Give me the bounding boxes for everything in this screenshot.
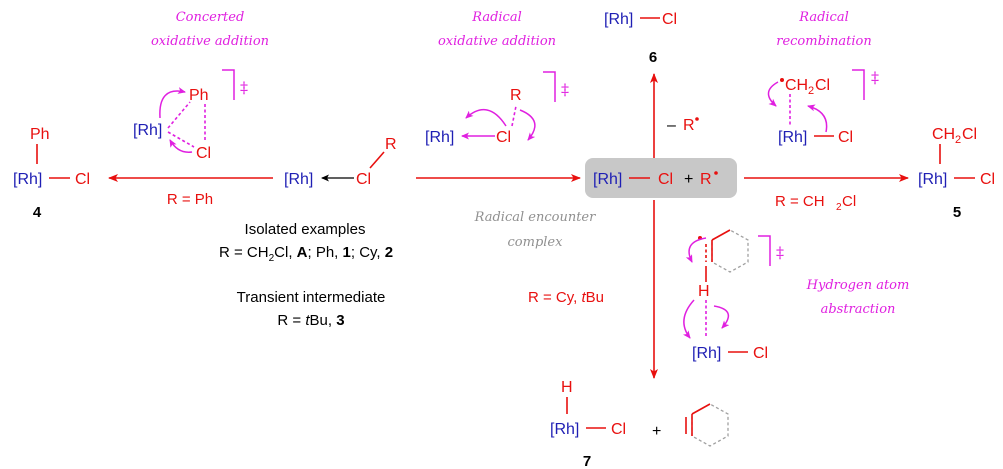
svg-text:H: H — [561, 379, 573, 396]
svg-text:‡: ‡ — [776, 243, 784, 262]
svg-text:Cl: Cl — [815, 77, 830, 94]
label-radical-oxidative-addition: Radical oxidative addition — [438, 10, 556, 49]
svg-text:Cl: Cl — [753, 345, 768, 362]
svg-text:R: R — [385, 136, 397, 153]
ts-hat: H [Rh] Cl ‡ — [682, 229, 784, 362]
svg-text:recombination: recombination — [776, 34, 872, 49]
svg-text:[Rh]: [Rh] — [604, 11, 633, 28]
svg-text:[Rh]: [Rh] — [284, 171, 313, 188]
arrow-to-7: R = Cy, tBu — [528, 200, 658, 379]
svg-text:Ph: Ph — [189, 87, 209, 104]
svg-text:Cl: Cl — [842, 193, 856, 210]
arrow-to-6: – R — [650, 73, 699, 160]
svg-text:[Rh]: [Rh] — [593, 171, 622, 188]
ts-recombination: CH 2 Cl [Rh] Cl ‡ — [767, 68, 879, 146]
svg-text:2: 2 — [955, 134, 961, 146]
svg-text:abstraction: abstraction — [821, 302, 896, 317]
svg-text:‡: ‡ — [561, 80, 569, 99]
svg-text:Cl: Cl — [962, 126, 977, 143]
compound-5: CH 2 Cl [Rh] Cl 5 — [918, 126, 995, 221]
svg-text:R = tBu, 3: R = tBu, 3 — [277, 312, 344, 329]
svg-text:2: 2 — [808, 85, 814, 97]
svg-text:[Rh]: [Rh] — [13, 171, 42, 188]
svg-text:Cl: Cl — [838, 129, 853, 146]
svg-text:Concerted: Concerted — [176, 10, 245, 25]
svg-text:complex: complex — [508, 235, 564, 250]
svg-text:Cl: Cl — [611, 421, 626, 438]
ts-radical-oa: [Rh] Cl R ‡ — [425, 71, 569, 146]
svg-text:Cl: Cl — [496, 129, 511, 146]
svg-text:[Rh]: [Rh] — [425, 129, 454, 146]
svg-text:oxidative addition: oxidative addition — [438, 34, 556, 49]
svg-text:R = Ph: R = Ph — [167, 191, 213, 208]
svg-text:Cl: Cl — [196, 145, 211, 162]
svg-text:Radical: Radical — [798, 10, 849, 25]
svg-text:7: 7 — [583, 453, 591, 469]
ts-concerted: [Rh] Ph Cl ‡ — [133, 69, 248, 162]
cyclohexene-product — [685, 403, 729, 447]
svg-text:CH: CH — [932, 126, 955, 143]
svg-text:[Rh]: [Rh] — [778, 129, 807, 146]
arrow-to-5: R = CH 2 Cl — [744, 174, 909, 213]
svg-text:[Rh]: [Rh] — [550, 421, 579, 438]
svg-text:[Rh]: [Rh] — [133, 122, 162, 139]
svg-text:Hydrogen atom: Hydrogen atom — [806, 278, 910, 293]
svg-text:+: + — [684, 171, 693, 188]
isolated-examples-note: Isolated examples R = CH2Cl, A; Ph, 1; C… — [219, 221, 393, 264]
compound-6: [Rh] Cl 6 — [604, 11, 677, 66]
sigma-complex: [Rh] Cl R — [284, 136, 397, 188]
svg-text:R = Cy, tBu: R = Cy, tBu — [528, 289, 604, 306]
svg-text:4: 4 — [33, 204, 42, 221]
svg-text:Cl: Cl — [356, 171, 371, 188]
svg-text:5: 5 — [953, 204, 961, 221]
compound-4: Ph [Rh] Cl 4 — [13, 126, 90, 221]
compound-7: H [Rh] Cl + 7 — [550, 379, 661, 469]
svg-text:Isolated examples: Isolated examples — [245, 221, 366, 238]
svg-text:6: 6 — [649, 49, 657, 66]
svg-text:CH: CH — [785, 77, 808, 94]
svg-text:2: 2 — [836, 202, 842, 213]
label-radical-encounter-complex: Radical encounter complex — [474, 210, 596, 250]
label-hydrogen-atom-abstraction: Hydrogen atom abstraction — [806, 278, 910, 317]
svg-text:‡: ‡ — [240, 78, 248, 97]
svg-text:R: R — [683, 117, 695, 134]
svg-text:R: R — [510, 87, 522, 104]
svg-text:H: H — [698, 283, 710, 300]
svg-text:Radical: Radical — [471, 10, 522, 25]
encounter-complex: [Rh] Cl + R — [585, 158, 737, 198]
svg-text:[Rh]: [Rh] — [918, 171, 947, 188]
label-concerted-oxidative-addition: Concerted oxidative addition — [151, 10, 269, 49]
svg-text:[Rh]: [Rh] — [692, 345, 721, 362]
svg-text:–: – — [667, 117, 676, 134]
svg-text:+: + — [652, 423, 661, 440]
svg-text:R: R — [700, 171, 712, 188]
svg-text:Cl: Cl — [662, 11, 677, 28]
svg-text:Ph: Ph — [30, 126, 50, 143]
svg-text:Transient intermediate: Transient intermediate — [237, 289, 386, 306]
svg-text:oxidative addition: oxidative addition — [151, 34, 269, 49]
transient-intermediate-note: Transient intermediate R = tBu, 3 — [237, 289, 386, 329]
svg-text:Cl: Cl — [75, 171, 90, 188]
svg-text:Radical encounter: Radical encounter — [474, 210, 596, 225]
svg-text:‡: ‡ — [871, 68, 879, 87]
svg-text:Cl: Cl — [658, 171, 673, 188]
svg-text:R = CH: R = CH — [775, 193, 825, 210]
label-radical-recombination: Radical recombination — [776, 10, 872, 49]
svg-text:R = CH2Cl, A; Ph, 1; Cy, 2: R = CH2Cl, A; Ph, 1; Cy, 2 — [219, 244, 393, 264]
svg-text:Cl: Cl — [980, 171, 995, 188]
arrow-to-4: R = Ph — [108, 174, 273, 208]
